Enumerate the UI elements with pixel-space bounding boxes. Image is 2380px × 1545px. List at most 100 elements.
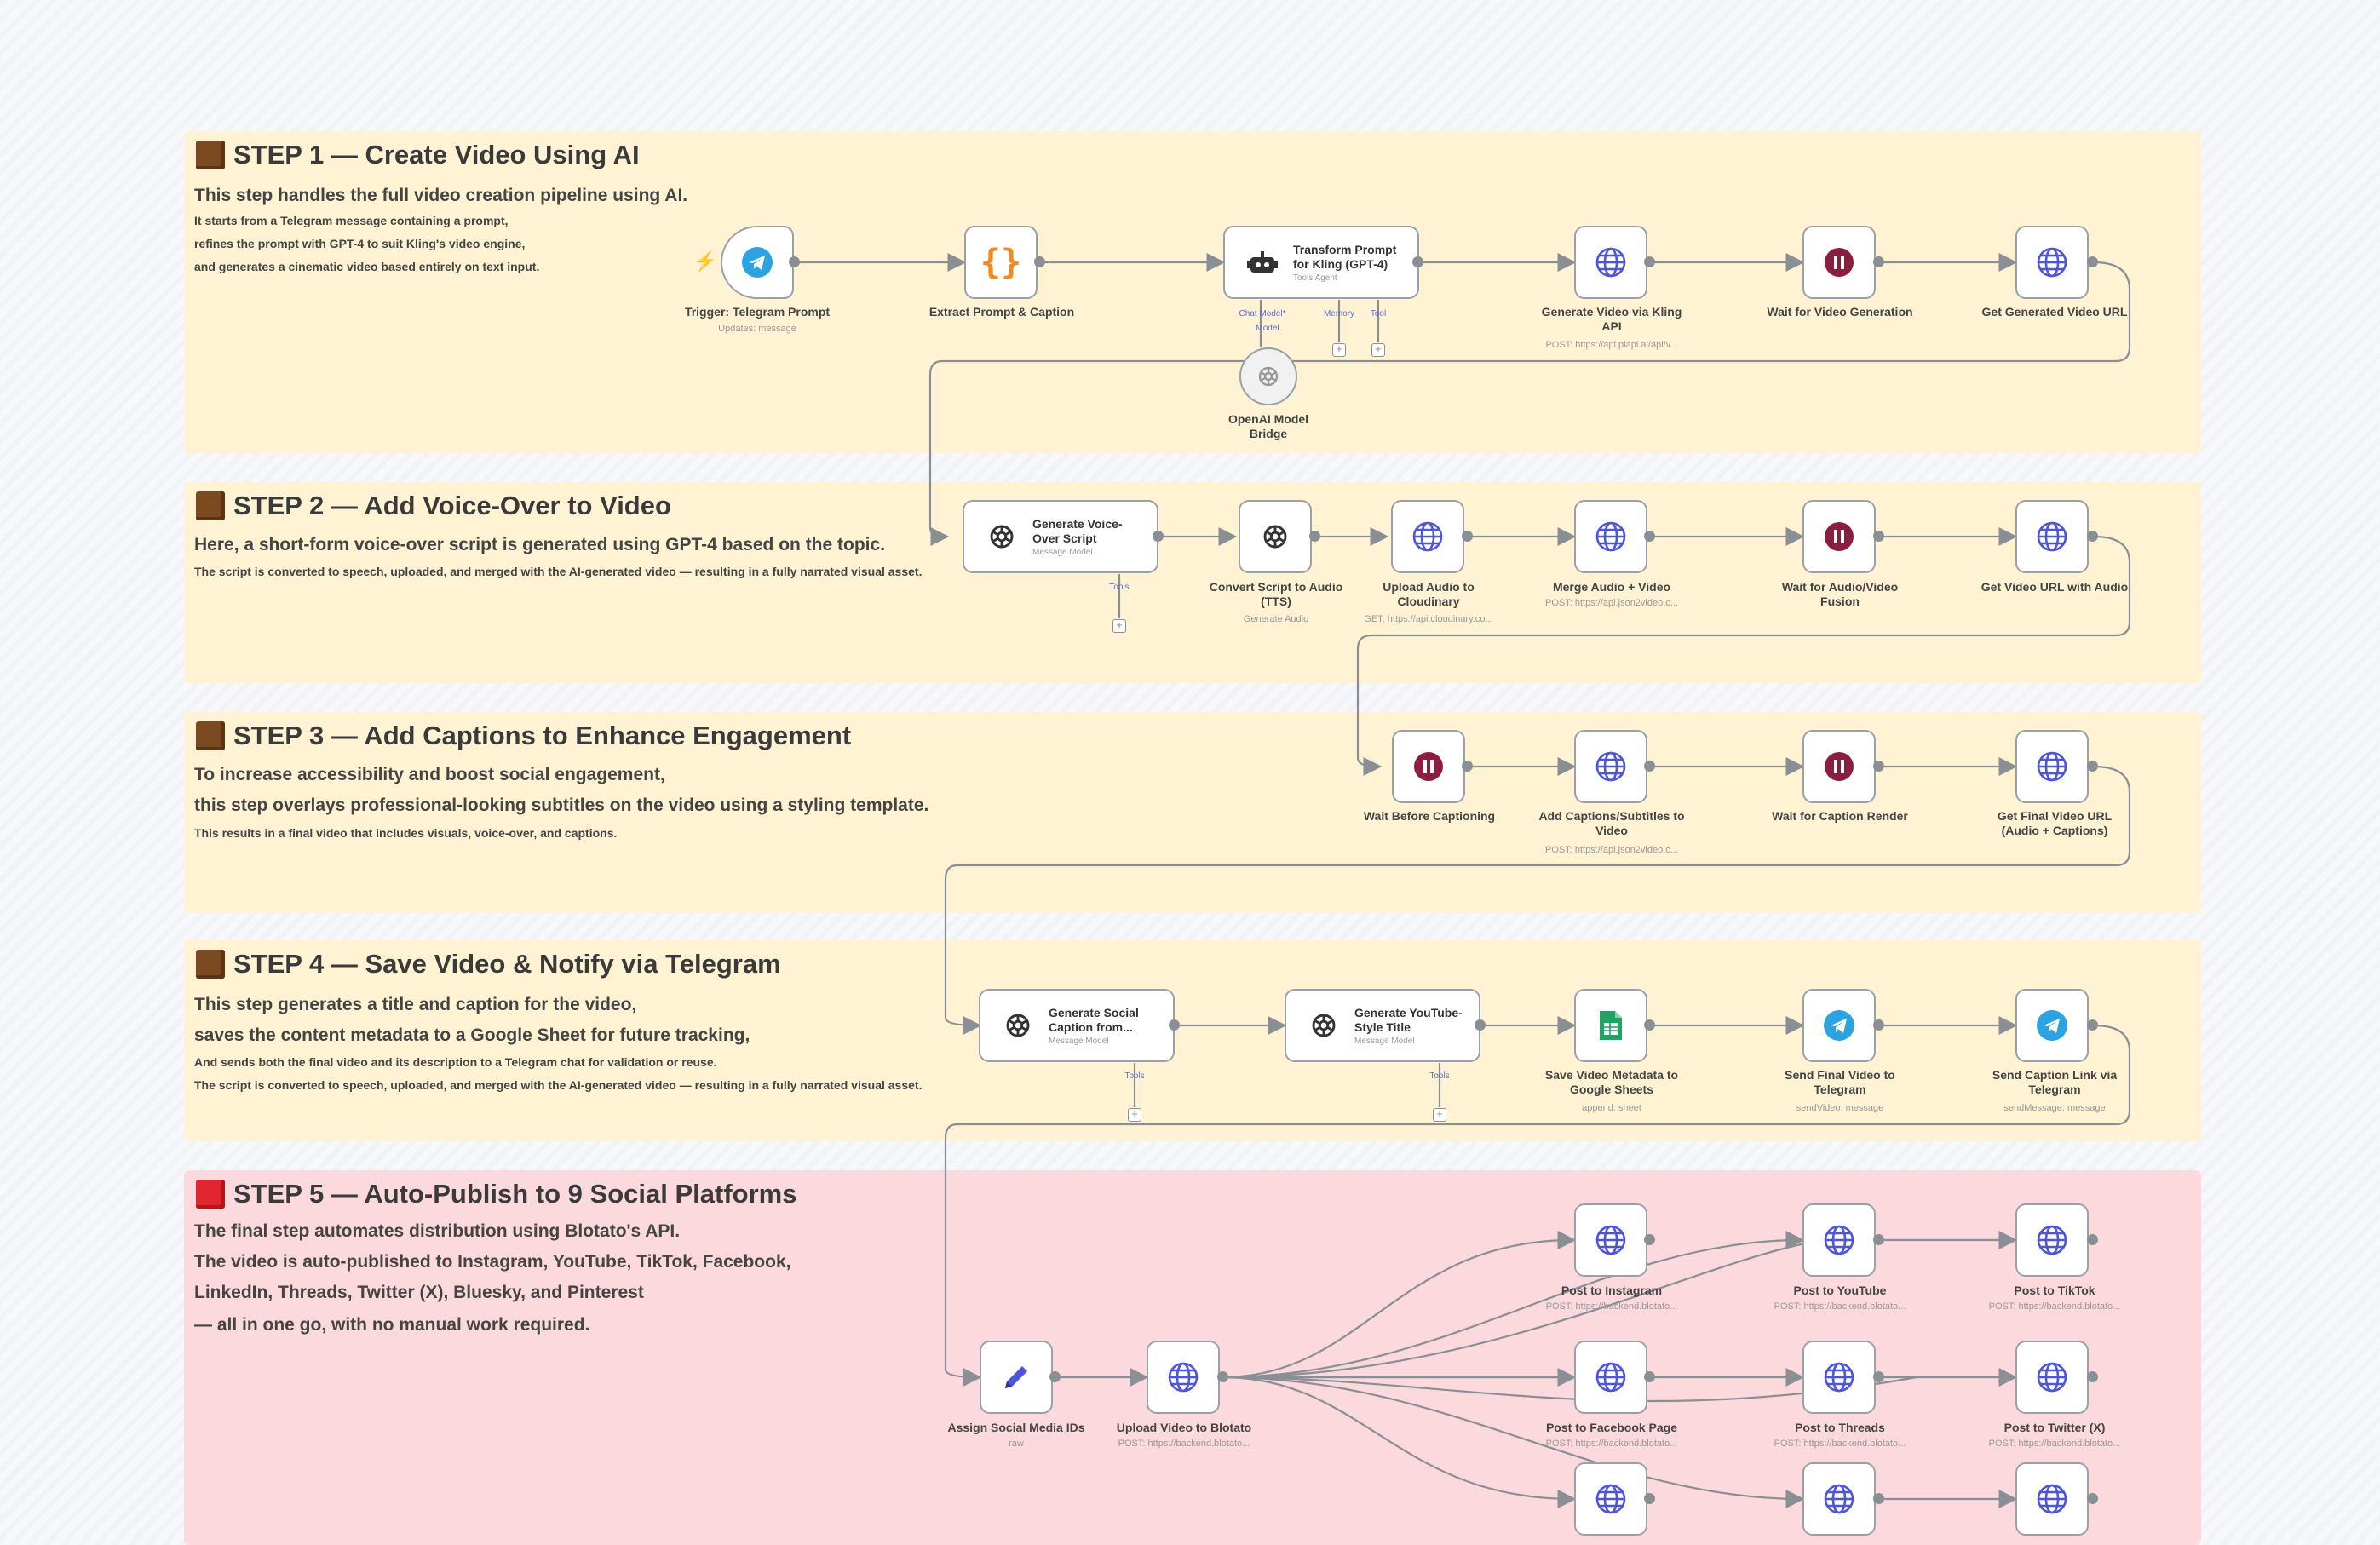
output-port[interactable] (2087, 1019, 2098, 1031)
output-port[interactable] (1462, 531, 1473, 542)
output-port[interactable] (1873, 1371, 1884, 1382)
send-caption-link-node[interactable] (2015, 989, 2089, 1062)
trigger-telegram-node[interactable] (721, 226, 794, 299)
output-port[interactable] (1873, 531, 1884, 542)
transform-prompt-node[interactable]: Transform Prompt for Kling (GPT-4)Tools … (1223, 226, 1419, 299)
step-1-desc-1: It starts from a Telegram message contai… (194, 214, 509, 227)
wait-fusion-node[interactable] (1802, 500, 1876, 573)
output-port[interactable] (1034, 256, 1045, 267)
step-5-desc-0: The final step automates distribution us… (194, 1221, 681, 1241)
wait-video-node[interactable] (1802, 226, 1876, 299)
step-4-desc-1: saves the content metadata to a Google S… (194, 1025, 750, 1045)
output-port[interactable] (1873, 256, 1884, 267)
output-port[interactable] (1644, 1493, 1655, 1504)
post-tiktok-label: Post to TikTok (2014, 1284, 2095, 1297)
output-port[interactable] (1169, 1019, 1180, 1031)
get-final-video-label: Get Final Video URL (Audio + Captions) (1997, 809, 2113, 837)
output-port[interactable] (1475, 1019, 1486, 1031)
tts-node[interactable] (1239, 500, 1312, 573)
output-port[interactable] (1217, 1371, 1228, 1382)
get-audio-url-node[interactable] (2015, 500, 2089, 573)
globe-icon (2036, 1361, 2068, 1393)
post-instagram-node[interactable] (1574, 1203, 1647, 1277)
sheets-icon (1598, 1009, 1624, 1042)
step-1-desc-0: This step handles the full video creatio… (194, 186, 688, 205)
output-port[interactable] (1644, 761, 1655, 772)
output-port[interactable] (1412, 256, 1423, 267)
output-port[interactable] (2087, 761, 2098, 772)
output-port[interactable] (1644, 531, 1655, 542)
get-video-node[interactable] (2015, 226, 2089, 299)
output-port[interactable] (2087, 1234, 2098, 1245)
post-youtube-node[interactable] (1802, 1203, 1876, 1277)
output-port[interactable] (1873, 1019, 1884, 1031)
output-port[interactable] (1644, 1019, 1655, 1031)
send-final-video-label: Send Final Video to Telegram (1785, 1068, 1895, 1096)
generate-social-caption-node[interactable]: Generate Social Caption from...Message M… (979, 989, 1175, 1062)
upload-audio-node[interactable] (1391, 500, 1464, 573)
step-1-desc-2: refines the prompt with GPT-4 to suit Kl… (194, 237, 526, 250)
extract-prompt-node[interactable]: {} (964, 226, 1038, 299)
step-1-title: STEP 1 — Create Video Using AI (196, 140, 640, 170)
add-tool-button[interactable]: + (1128, 1108, 1141, 1122)
post-youtube-label: Post to YouTube (1793, 1284, 1887, 1297)
post-twitter-node[interactable] (2015, 1341, 2089, 1414)
transform-title: Transform Prompt for Kling (GPT-4) (1293, 242, 1397, 271)
post-threads-node[interactable] (1802, 1341, 1876, 1414)
add-captions-sub: POST: https://api.json2video.c... (1545, 845, 1678, 855)
output-port[interactable] (2087, 1371, 2098, 1382)
output-port[interactable] (1644, 1234, 1655, 1245)
output-port[interactable] (789, 256, 800, 267)
output-port[interactable] (1873, 1493, 1884, 1504)
globe-icon (1595, 1483, 1627, 1515)
wait-before-caption-node[interactable] (1392, 730, 1465, 803)
add-tool-button[interactable]: + (1433, 1108, 1446, 1122)
assign-social-ids-node[interactable] (980, 1341, 1053, 1414)
post-tiktok-node[interactable] (2015, 1203, 2089, 1277)
post-row3-node-c[interactable] (2015, 1462, 2089, 1536)
telegram-icon (2036, 1009, 2068, 1042)
output-port[interactable] (1873, 761, 1884, 772)
post-threads-label: Post to Threads (1795, 1421, 1885, 1434)
add-tool-button[interactable]: + (1371, 343, 1385, 357)
add-tool-button[interactable]: + (1112, 619, 1126, 633)
merge-label: Merge Audio + Video (1552, 580, 1671, 594)
output-port[interactable] (1309, 531, 1320, 542)
youtube-title-title: Generate YouTube- Style Title (1354, 1005, 1463, 1034)
wait-caption-render-node[interactable] (1802, 730, 1876, 803)
step-4-title: STEP 4 — Save Video & Notify via Telegra… (196, 949, 781, 979)
output-port[interactable] (1462, 761, 1473, 772)
post-row3-node-a[interactable] (1574, 1462, 1647, 1536)
tools-port-label: Tools (1124, 1071, 1145, 1081)
output-port[interactable] (2087, 1493, 2098, 1504)
get-final-video-node[interactable] (2015, 730, 2089, 803)
globe-icon (2036, 520, 2068, 553)
step-5-title: STEP 5 — Auto-Publish to 9 Social Platfo… (196, 1179, 796, 1209)
send-final-video-node[interactable] (1802, 989, 1876, 1062)
output-port[interactable] (1153, 531, 1164, 542)
post-row3-node-b[interactable] (1802, 1462, 1876, 1536)
add-memory-button[interactable]: + (1332, 343, 1346, 357)
robot-icon (1247, 249, 1278, 276)
openai-bridge-node[interactable] (1239, 347, 1297, 405)
get-video-label: Get Generated Video URL (1981, 305, 2128, 319)
post-facebook-node[interactable] (1574, 1341, 1647, 1414)
output-port[interactable] (1873, 1234, 1884, 1245)
output-port[interactable] (1049, 1371, 1061, 1382)
upload-blotato-node[interactable] (1147, 1341, 1220, 1414)
globe-icon (1411, 520, 1444, 553)
save-sheets-node[interactable] (1574, 989, 1647, 1062)
output-port[interactable] (1644, 1371, 1655, 1382)
output-port[interactable] (2087, 531, 2098, 542)
merge-node[interactable] (1574, 500, 1647, 573)
output-port[interactable] (1644, 256, 1655, 267)
add-captions-node[interactable] (1574, 730, 1647, 803)
generate-video-node[interactable] (1574, 226, 1647, 299)
get-audio-url-label: Get Video URL with Audio (1980, 580, 2129, 594)
step-2-desc-1: The script is converted to speech, uploa… (194, 565, 923, 578)
output-port[interactable] (2087, 256, 2098, 267)
trigger-bolt-icon: ⚡ (693, 250, 717, 272)
